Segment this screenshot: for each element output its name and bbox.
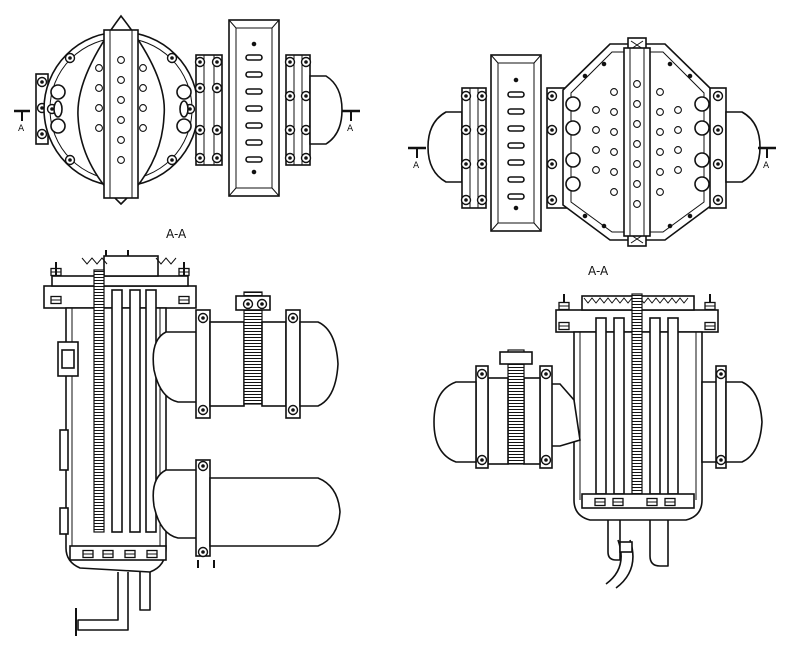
strainer-element-hatched-right bbox=[507, 349, 525, 465]
section-label-right: A-A bbox=[588, 264, 609, 278]
plan-view-right: A bbox=[408, 37, 776, 247]
section-marker-left-a2: A bbox=[408, 146, 426, 171]
cut-marker-label: A bbox=[763, 161, 770, 171]
section-view-right bbox=[433, 293, 763, 589]
cut-marker-label: A bbox=[18, 124, 25, 134]
section-marker-left-a: A bbox=[14, 109, 30, 134]
section-view-left bbox=[43, 250, 341, 636]
section-label-left: A-A bbox=[166, 227, 187, 241]
cover-hole-pattern-right bbox=[582, 61, 693, 229]
section-marker-right-a2: A bbox=[758, 146, 776, 171]
outlet-cone bbox=[309, 75, 343, 145]
filter-element-hatched bbox=[93, 269, 105, 533]
filter-element-hatched-right bbox=[631, 293, 643, 495]
cut-marker-label: A bbox=[413, 161, 420, 171]
plan-view-left: A bbox=[14, 14, 360, 206]
cut-marker-label: A bbox=[347, 124, 354, 134]
section-marker-right-a: A bbox=[342, 109, 360, 134]
